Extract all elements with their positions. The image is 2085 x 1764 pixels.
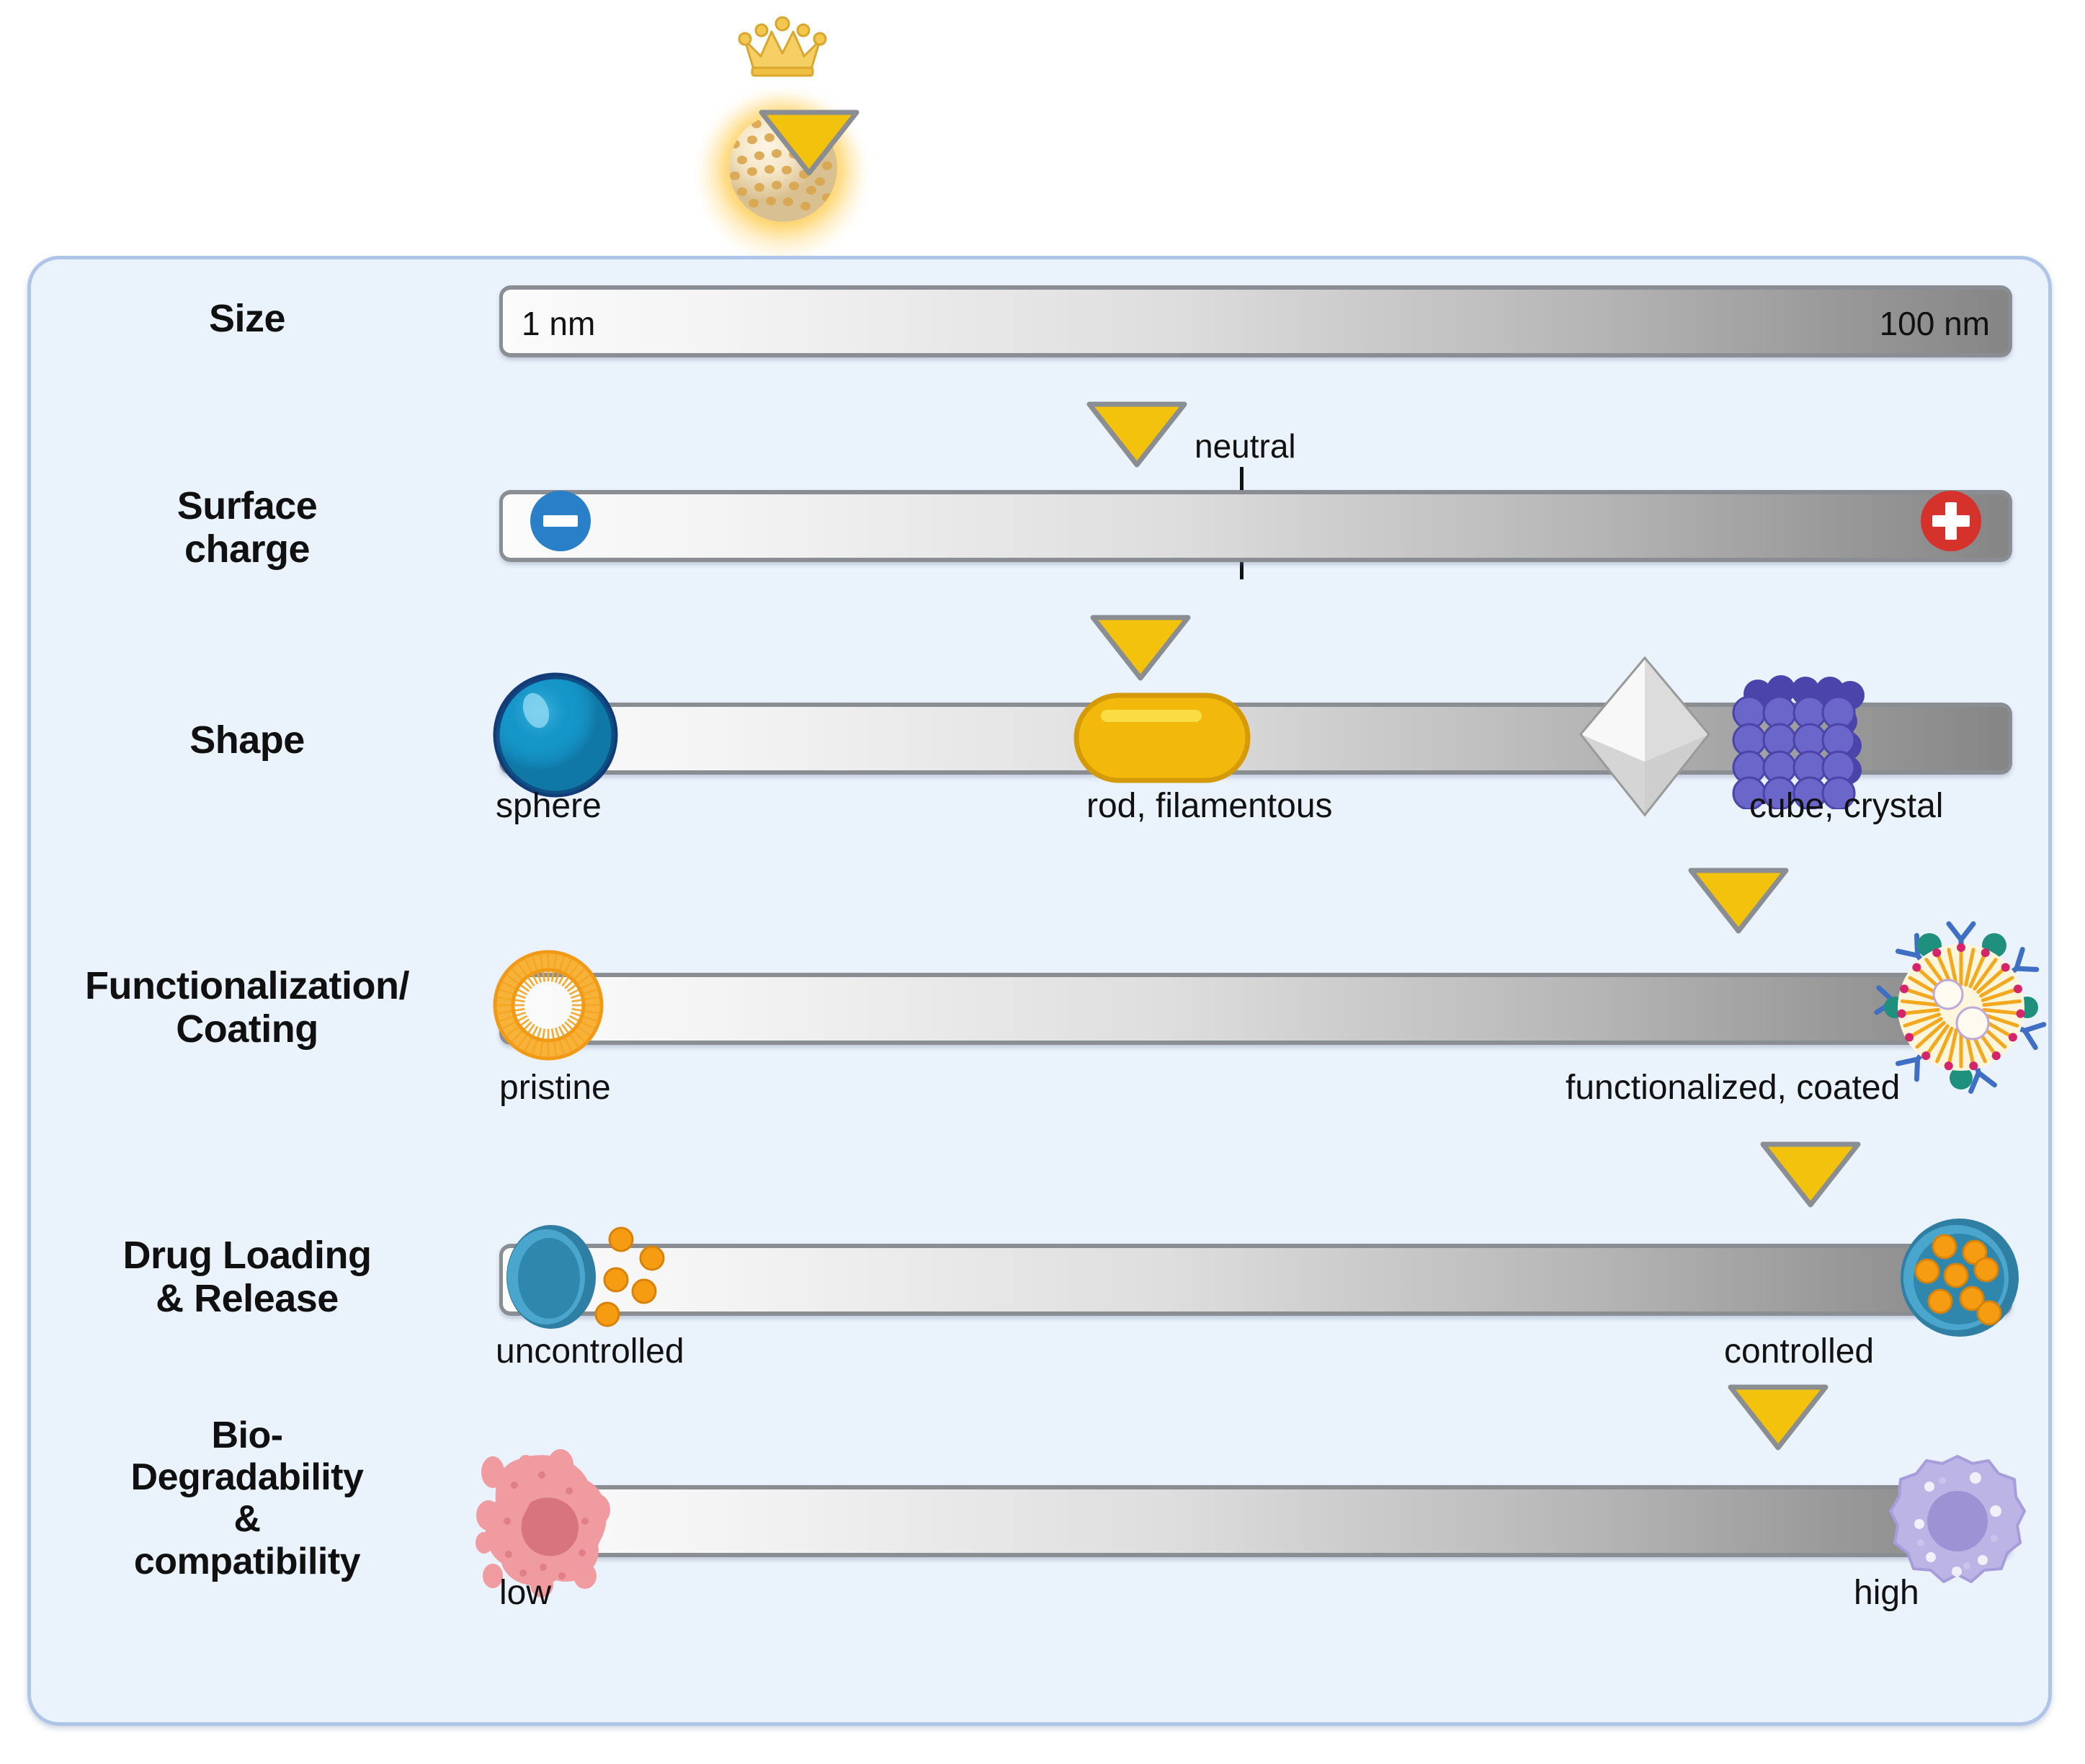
row-label-bio: Bio- — [211, 1415, 283, 1456]
marker-shape[interactable] — [1090, 615, 1191, 681]
row-shape: Shape — [31, 615, 2048, 854]
row-label-surface: Surface — [177, 484, 318, 527]
row-label-coating: Coating — [176, 1007, 318, 1051]
functionalized-nanoparticle-icon — [1867, 921, 2055, 1101]
marker-surface-charge[interactable] — [1086, 401, 1187, 468]
marker-size[interactable] — [759, 110, 860, 176]
blue-sphere-icon — [493, 672, 618, 798]
row-label-shape: Shape — [189, 718, 305, 762]
row-label-size: Size — [208, 297, 286, 340]
track-functionalization[interactable] — [493, 921, 2012, 1045]
func-caption-pristine: pristine — [499, 1069, 611, 1107]
properties-panel: Size 1 nm 100 nm neutral Surface charge — [27, 110, 2052, 1726]
bio-caption-low: low — [499, 1574, 552, 1612]
row-label-release: & Release — [156, 1277, 339, 1321]
minus-charge-icon — [530, 491, 591, 551]
liposome-ring-icon — [493, 950, 604, 1061]
purple-cube-lattice-icon — [1732, 675, 1865, 809]
track-size[interactable]: 1 nm 100 nm — [499, 285, 2012, 357]
octahedron-crystal-icon — [1579, 656, 1710, 817]
row-label-surface-charge: Surface charge — [45, 484, 449, 571]
track-biodegradability[interactable] — [476, 1449, 2026, 1598]
row-label-functionalization: Functionalization/ — [85, 964, 409, 1007]
func-caption-functionalized: functionalized, coated — [1566, 1069, 1901, 1107]
shape-caption-crystal: cube, crystal — [1749, 787, 1944, 825]
drug-caption-controlled: controlled — [1724, 1332, 1875, 1371]
row-label-drug-loading: Drug Loading — [122, 1234, 372, 1277]
loaded-vesicle-icon — [1901, 1219, 2019, 1337]
yellow-rod-icon — [1073, 692, 1251, 783]
row-label-biodegradability-compatibility: Bio- Degradability & compatibility — [45, 1415, 449, 1582]
track-surface-charge[interactable] — [499, 490, 2012, 562]
row-functionalization-coating: Functionalization/ Coating — [31, 868, 2048, 1131]
row-drug-loading-release: Drug Loading & Release — [31, 1141, 2048, 1391]
row-size: Size 1 nm 100 nm — [31, 110, 2048, 432]
row-label-functionalization-coating: Functionalization/ Coating — [24, 964, 470, 1051]
damaged-cell-icon — [476, 1449, 610, 1598]
shape-caption-sphere: sphere — [496, 787, 602, 825]
marker-functionalization[interactable] — [1688, 868, 1789, 934]
row-label-degradability: Degradability — [130, 1456, 364, 1499]
neutral-label: neutral — [1195, 427, 1296, 465]
track-shape[interactable] — [493, 656, 2012, 817]
row-label-compatibility: compatibility — [133, 1540, 361, 1582]
size-right-label: 100 nm — [1879, 305, 1990, 342]
drug-caption-uncontrolled: uncontrolled — [496, 1332, 684, 1371]
row-label-amp: & — [233, 1498, 261, 1541]
row-label-charge: charge — [184, 527, 311, 571]
plus-charge-icon — [1921, 491, 1981, 551]
bio-caption-high: high — [1854, 1574, 1919, 1612]
healthy-cell-icon — [1889, 1455, 2026, 1583]
leaking-vesicle-icon — [506, 1225, 665, 1329]
marker-drug-loading[interactable] — [1760, 1141, 1861, 1208]
shape-caption-rod: rod, filamentous — [1086, 787, 1333, 825]
marker-biodegradability[interactable] — [1728, 1384, 1829, 1451]
track-drug-loading[interactable] — [499, 1219, 2019, 1337]
row-label-drug-loading-release: Drug Loading & Release — [45, 1234, 449, 1321]
row-biodegradability-compatibility: Bio- Degradability & compatibility — [31, 1384, 2048, 1668]
size-left-label: 1 nm — [522, 305, 596, 342]
crown-icon — [738, 16, 827, 77]
row-surface-charge: neutral Surface charge — [31, 401, 2048, 620]
